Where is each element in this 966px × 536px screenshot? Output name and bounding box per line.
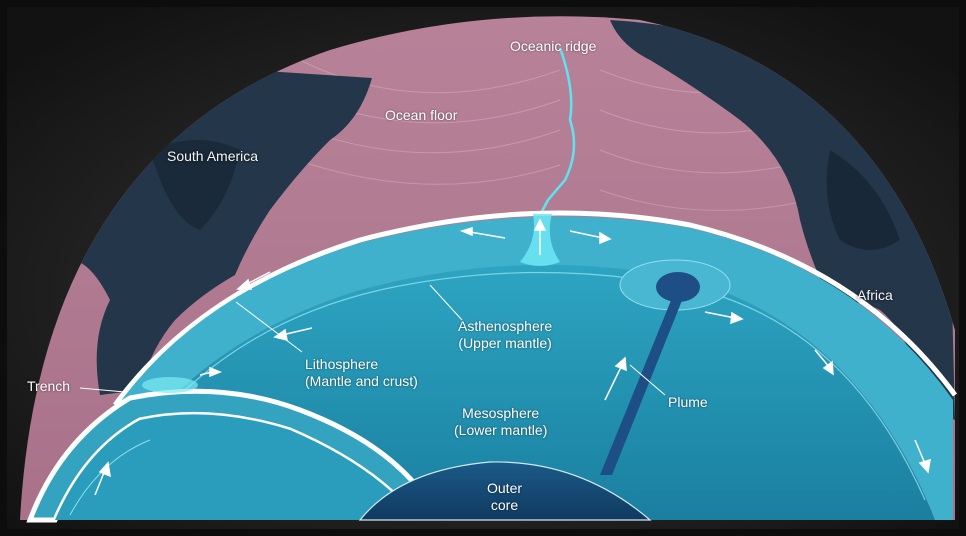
south-america-shading bbox=[150, 140, 240, 230]
lithosphere-subtitle: (Mantle and crust) bbox=[305, 373, 418, 389]
asthenosphere-left-arrow bbox=[281, 327, 313, 336]
spreading-left-arrow bbox=[469, 231, 506, 239]
plume-rise-arrow bbox=[604, 364, 623, 401]
plume-stem bbox=[600, 298, 683, 475]
asthenosphere-right-arrow bbox=[704, 311, 736, 319]
oceanic-ridge-label: Oceanic ridge bbox=[510, 38, 597, 54]
slab-arrow bbox=[94, 469, 106, 496]
slab-interior bbox=[55, 414, 400, 520]
flow-arrows bbox=[94, 218, 931, 496]
plume-leader bbox=[629, 364, 666, 396]
africa-label: Africa bbox=[857, 287, 893, 303]
mesosphere-title: Mesosphere bbox=[462, 405, 540, 421]
trench-label: Trench bbox=[27, 378, 71, 394]
mesosphere-label: Mesosphere (Lower mantle) bbox=[454, 405, 547, 439]
ridge-crack bbox=[538, 47, 576, 216]
asthenosphere-boundary bbox=[164, 271, 926, 501]
plume-label: Plume bbox=[668, 394, 708, 410]
ocean-floor-label: Ocean floor bbox=[385, 107, 458, 123]
outer-core-label: Outer core bbox=[487, 480, 522, 514]
leader-lines bbox=[79, 284, 666, 396]
trench-leader bbox=[79, 387, 126, 393]
lithosphere-top-rim bbox=[112, 210, 958, 407]
plume-head bbox=[656, 272, 700, 302]
outer-core bbox=[358, 461, 652, 521]
africa-shading bbox=[826, 150, 900, 250]
spreading-right-arrow bbox=[569, 230, 604, 239]
lithosphere-label: Lithosphere (Mantle and crust) bbox=[305, 356, 418, 390]
south-america-label: South America bbox=[167, 148, 259, 164]
lithosphere-leader bbox=[235, 301, 303, 353]
asthenosphere-leader bbox=[429, 284, 463, 321]
asthenosphere-label: Asthenosphere (Upper mantle) bbox=[458, 318, 552, 352]
outer-core-line2: core bbox=[490, 497, 519, 513]
lithosphere-band bbox=[118, 216, 953, 521]
asthenosphere-subtitle: (Upper mantle) bbox=[458, 335, 552, 351]
mesosphere-subtitle: (Lower mantle) bbox=[454, 422, 548, 438]
asthenosphere-title: Asthenosphere bbox=[458, 318, 553, 334]
outer-core-line1: Outer bbox=[487, 480, 523, 496]
lithosphere-title: Lithosphere bbox=[305, 356, 379, 372]
trench-glow bbox=[142, 377, 198, 393]
